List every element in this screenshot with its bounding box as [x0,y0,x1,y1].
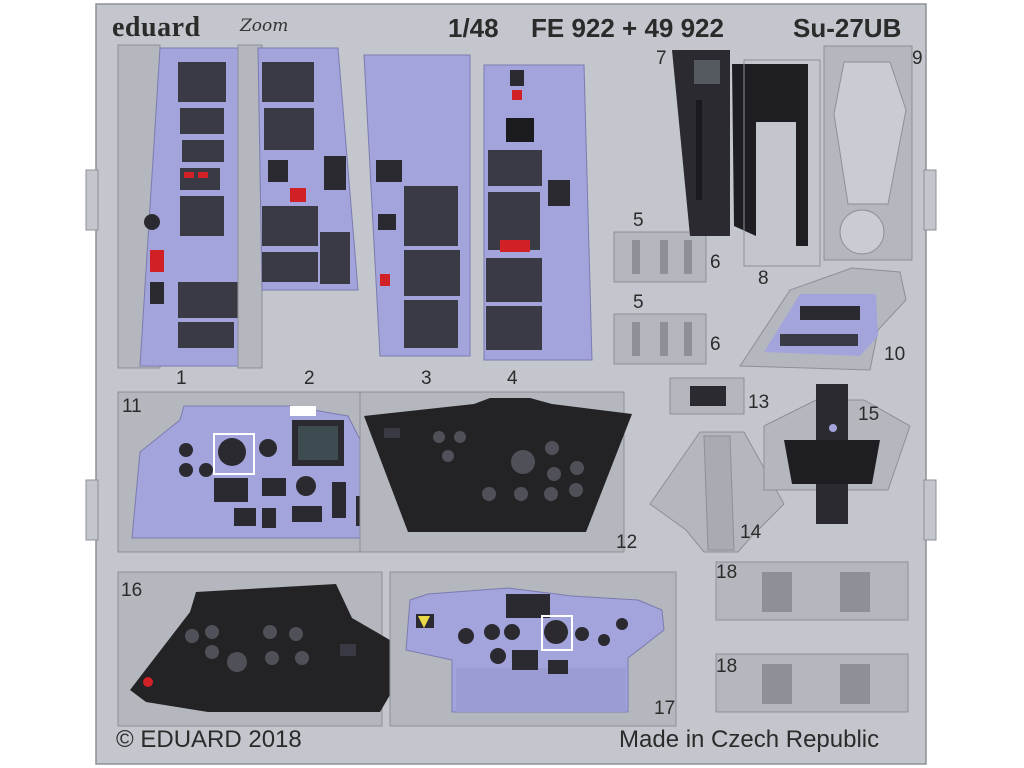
part-4-side-console [483,64,593,361]
set-code: FE 922 + 49 922 [531,13,724,43]
part-number-17: 17 [654,698,676,719]
fret-tab-right-2 [923,479,937,541]
model-name: Su-27UB [793,13,902,43]
part-9-frame [823,45,913,261]
part-5-6-lower [613,313,707,365]
part-7-panel [672,50,730,236]
part-number-4: 4 [507,368,518,389]
part-2-side-console [237,44,359,369]
part-number-7: 7 [656,48,667,69]
part-number-6b: 6 [710,334,721,355]
part-10-panel [739,267,907,371]
origin-label: Made in Czech Republic [619,726,880,753]
part-number-16: 16 [121,580,143,601]
part-5-6-upper [613,231,707,283]
part-number-13: 13 [748,392,770,413]
part-number-9: 9 [912,48,923,69]
part-14-frame [649,431,785,553]
zoom-logo: Zoom [240,16,289,36]
part-18-upper [715,561,909,621]
part-13-panel [669,377,745,415]
part-number-5: 5 [633,210,644,231]
brand-logo: eduard [112,12,201,43]
part-number-6: 6 [710,252,721,273]
part-number-5b: 5 [633,292,644,313]
part-16-black-panel [117,571,414,727]
part-number-1: 1 [176,368,187,389]
part-number-14: 14 [740,522,762,543]
part-11-instrument-panel [117,391,389,553]
part-number-10: 10 [884,344,906,365]
part-number-12: 12 [616,532,638,553]
scale-label: 1/48 [448,13,499,43]
part-number-11: 11 [122,396,142,417]
part-1-side-console [117,44,241,369]
part-number-18: 18 [716,562,738,583]
part-3-side-console [363,54,471,357]
part-12-black-panel [359,391,632,553]
part-18-lower [715,653,909,713]
part-number-15: 15 [858,404,880,425]
part-8-panel [732,59,821,267]
fret-tab-left-1 [85,169,99,231]
part-number-2: 2 [304,368,315,389]
part-15-panel [763,384,911,524]
part-number-18b: 18 [716,656,738,677]
fret-tab-left-2 [85,479,99,541]
copyright: © EDUARD 2018 [116,726,302,753]
part-number-3: 3 [421,368,432,389]
part-17-instrument-panel [389,571,677,727]
fret-tab-right-1 [923,169,937,231]
part-number-8: 8 [758,268,769,289]
